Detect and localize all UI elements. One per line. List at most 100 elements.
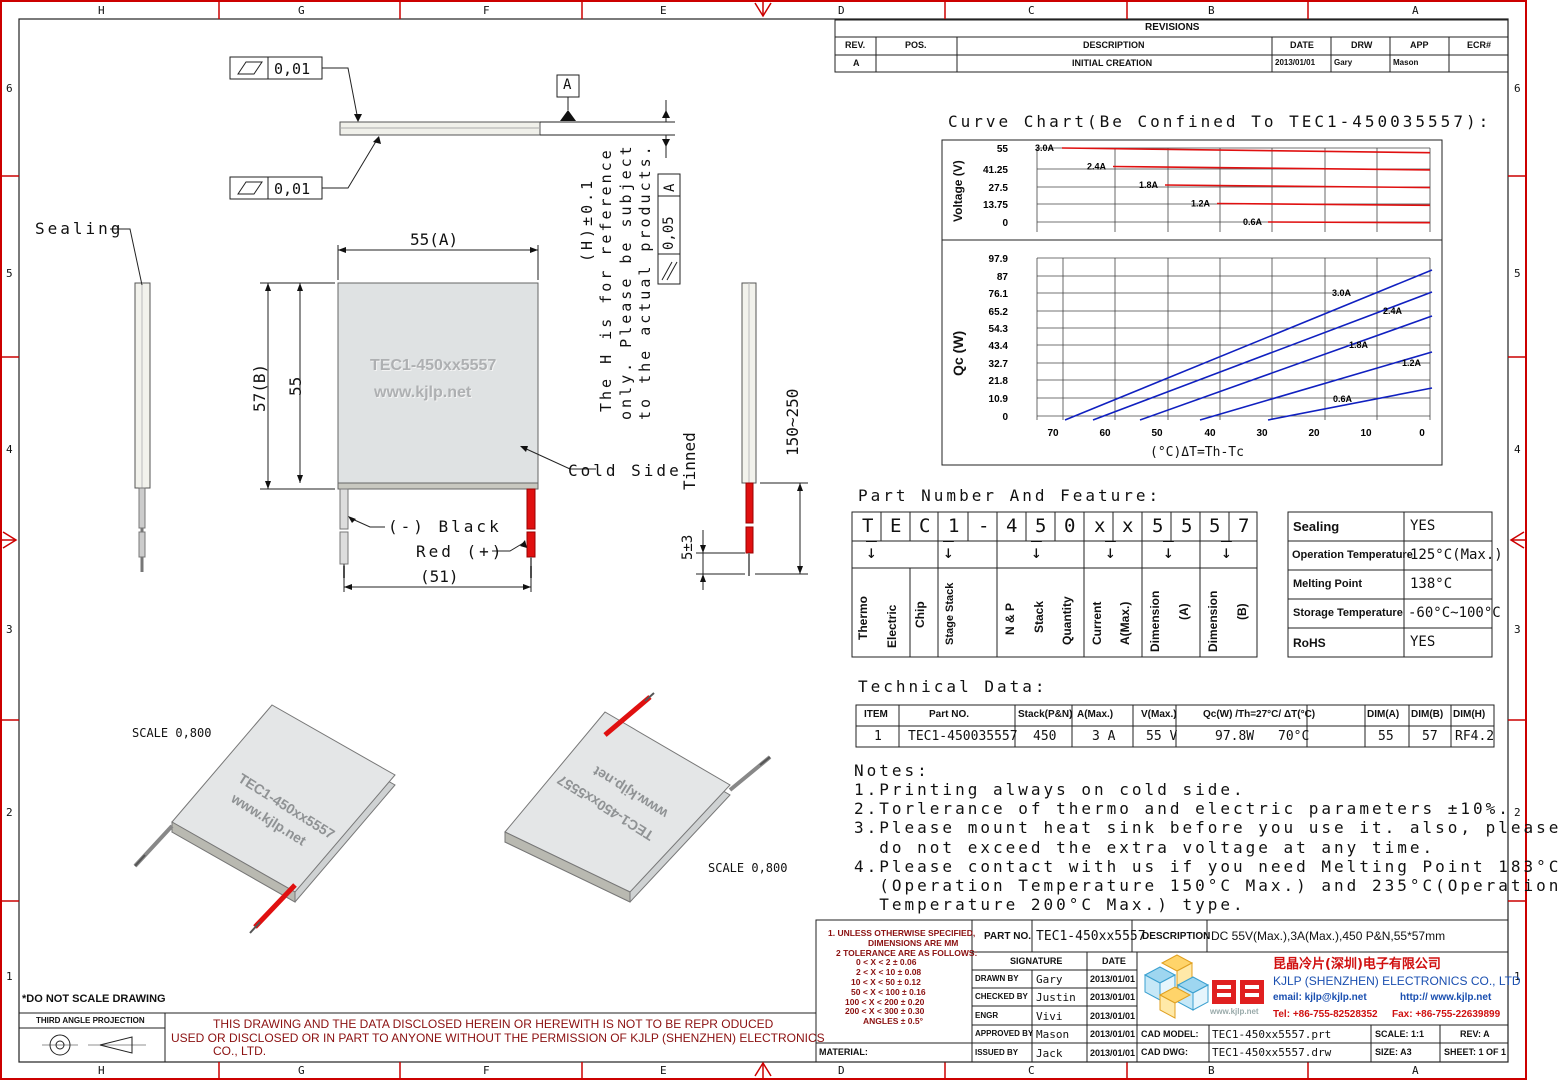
col-label: H (98, 1064, 105, 1077)
signature-role: ISSUED BY (975, 1047, 1019, 1057)
row-label: 1 (6, 970, 13, 983)
qc-tick-label: 32.7 (989, 359, 1009, 370)
signature-date: 2013/01/01 (1090, 1029, 1136, 1040)
cad-model-label: CAD MODEL: (1141, 1029, 1199, 1039)
col-label: G (298, 1064, 305, 1077)
row-label: 1 (1514, 970, 1521, 983)
qc-x-tick-label: 10 (1360, 428, 1372, 439)
pn-meaning-thermo: Thermo (856, 595, 870, 640)
rev-header: DRW (1351, 40, 1373, 50)
tech-header: A(Max.) (1077, 709, 1114, 720)
signature-role: DRAWN BY (975, 974, 1019, 983)
dim-width-a: 55(A) (410, 230, 459, 249)
feature-value: YES (1410, 518, 1436, 534)
red-lead-label: Red (+) (416, 542, 505, 561)
part-number-char: 4 (1006, 515, 1018, 537)
signature-role: CHECKED BY (975, 992, 1028, 1002)
signature-date: 2013/01/01 (1090, 974, 1136, 984)
scale-right: SCALE 0,800 (708, 861, 788, 875)
part-no-label: PART NO. (984, 931, 1032, 942)
rev-date: 2013/01/01 (1275, 58, 1316, 67)
part-number-char: E (890, 515, 902, 537)
row-label: 4 (1514, 443, 1521, 456)
signature-date: 2013/01/01 (1090, 1047, 1136, 1058)
tech-header: Part NO. (929, 709, 970, 720)
voltage-series-line (1112, 165, 1431, 171)
third-angle-label: THIRD ANGLE PROJECTION (36, 1016, 145, 1025)
material-label: MATERIAL: (819, 1047, 868, 1057)
part-number-char: 1 (948, 515, 960, 537)
col-label: C (1028, 4, 1035, 17)
revisions-title: REVISIONS (1145, 22, 1200, 33)
voltage-tick-label: 55 (997, 144, 1009, 155)
dim-lead-length: 150~250 (783, 388, 802, 456)
pn-meaning-quantity: Quantity (1060, 596, 1074, 645)
pn-meaning-amax: A(Max.) (1118, 601, 1132, 645)
disclaimer-line: CO., LTD. (213, 1044, 267, 1058)
tolerance-line: 200 < X < 300 ± 0.30 (845, 1006, 925, 1017)
cold-side-label: Cold Side (568, 461, 682, 480)
pn-meaning-chip: Chip (913, 601, 927, 628)
row-label: 4 (6, 443, 13, 456)
tech-header: Qc(W) /Th=27°C/ ΔT(°C) (1203, 709, 1316, 720)
tolerance-line: 2 TOLERANCE ARE AS FOLLOWS: (836, 947, 978, 958)
part-number-char: 7 (1238, 515, 1250, 537)
note-line: 3.Please mount heat sink before you use … (854, 818, 1561, 838)
voltage-axis-label: Voltage (V) (951, 160, 965, 222)
tech-value: 450 (1033, 729, 1057, 744)
description-value: DC 55V(Max.),3A(Max.),450 P&N,55*57mm (1211, 929, 1446, 943)
voltage-series-line (1061, 147, 1431, 154)
qc-series-line (1092, 291, 1433, 421)
col-label: A (1412, 1064, 1419, 1077)
qc-x-tick-label: 30 (1256, 428, 1268, 439)
feature-value: YES (1410, 634, 1436, 650)
rev-drawn: Gary (1334, 58, 1353, 67)
qc-tick-label: 87 (997, 272, 1009, 283)
rev-description: INITIAL CREATION (1072, 58, 1153, 68)
feature-key: Operation Temperature (1292, 549, 1413, 561)
dim-lead-51: (51) (420, 567, 459, 586)
row-label: 2 (1514, 806, 1521, 819)
rev-header: APP (1410, 40, 1429, 50)
company-logo (1143, 954, 1264, 1019)
signature-role: ENGR (975, 1010, 999, 1020)
part-number-char: - (978, 515, 990, 537)
row-label: 6 (6, 82, 13, 95)
col-label: B (1208, 4, 1215, 17)
signature-date: 2013/01/01 (1090, 992, 1136, 1003)
col-label: H (98, 4, 105, 17)
company-web: http:// www.kjlp.net (1400, 992, 1492, 1003)
signature-role: APPROVED BY (975, 1029, 1034, 1039)
no-scale-note: *DO NOT SCALE DRAWING (22, 993, 166, 1005)
parallelism-datum: A (662, 183, 678, 192)
down-arrow-icon: ↓ (1163, 542, 1174, 563)
voltage-tick-label: 13.75 (983, 200, 1008, 211)
part-number-char: 5 (1035, 515, 1047, 537)
qc-tick-label: 10.9 (989, 394, 1009, 405)
pn-meaning-np: N & P (1003, 602, 1017, 635)
qc-x-tick-label: 50 (1151, 428, 1163, 439)
cad-dwg-label: CAD DWG: (1141, 1047, 1188, 1057)
qc-series-line (1267, 387, 1433, 421)
signature-name: Justin (1036, 991, 1076, 1005)
row-label: 5 (6, 267, 13, 280)
signature-date: 2013/01/01 (1090, 1010, 1136, 1021)
voltage-series-line (1267, 221, 1431, 224)
voltage-series-label: 3.0A (1035, 143, 1055, 153)
logo-text: www.kjlp.net (1210, 1007, 1259, 1016)
col-label: F (483, 1064, 490, 1077)
qc-series-label: 3.0A (1332, 288, 1352, 298)
row-label: 3 (6, 623, 13, 636)
part-number-char: 5 (1152, 515, 1164, 537)
part-number-char: C (919, 515, 931, 537)
tinned-label: Tinned (680, 432, 699, 490)
row-label: 5 (1514, 267, 1521, 280)
company-email: email: kjlp@kjlp.net (1273, 992, 1367, 1003)
description-label: DESCRIPTION (1142, 931, 1211, 942)
signature-name: Jack (1036, 1046, 1063, 1060)
feature-key: Melting Point (1293, 578, 1363, 590)
dt-axis-label: (°C)ΔT=Th-Tc (1150, 445, 1244, 460)
note-line: Temperature 200°C Max.) type. (854, 895, 1246, 915)
tech-header: V(Max.) (1141, 709, 1177, 720)
